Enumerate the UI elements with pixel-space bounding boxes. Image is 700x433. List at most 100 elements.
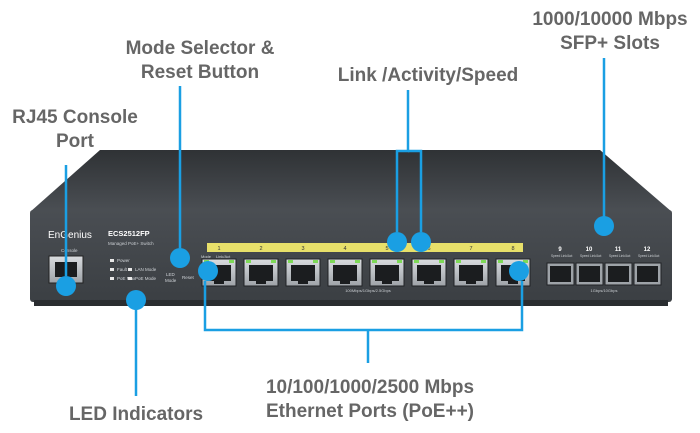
- port-status-led: [372, 260, 377, 263]
- rj45-socket-tab: [424, 281, 434, 284]
- model-name: ECS2512FP: [108, 229, 150, 238]
- sfp-callout-dot: [594, 216, 614, 236]
- rj45-socket-tab: [214, 281, 224, 284]
- rj45-socket: [249, 265, 273, 281]
- port-number-5: 5: [385, 246, 388, 252]
- console-port-callout-line1: RJ45 Console: [12, 107, 138, 128]
- sfp-speed-header: Speed: [580, 254, 589, 258]
- power-led: [110, 259, 114, 262]
- port-number-8: 8: [511, 246, 514, 252]
- port-activity-led: [481, 260, 486, 263]
- chassis-bottom-edge: [34, 300, 668, 306]
- poe-max-led-label: PoE Max: [117, 276, 136, 281]
- rj45-speed-label: 100Mbps/1Gbps/2.5Gbps: [345, 288, 391, 293]
- console-port-callout: RJ45 Console Port: [0, 106, 150, 154]
- rj45-socket: [459, 265, 483, 281]
- rj45-socket: [291, 265, 315, 281]
- sfp-speed-header: Speed: [609, 254, 618, 258]
- port-activity-led: [439, 260, 444, 263]
- sfp-speed-header: Speed: [551, 254, 560, 258]
- sfp-slot-11[interactable]: [604, 262, 633, 286]
- rj45-socket-tab: [382, 281, 392, 284]
- ethernet-ports-callout-line1: 10/100/1000/2500 Mbps: [265, 377, 475, 398]
- port-status-led: [456, 260, 461, 263]
- led-indicators-callout: LED Indicators: [56, 403, 216, 427]
- port-activity-led: [313, 260, 318, 263]
- poe-max-led: [110, 277, 114, 280]
- sfp-slots-callout-line2: SFP+ Slots: [560, 33, 660, 54]
- mode-selector-callout-line2: Reset Button: [140, 62, 260, 83]
- led-indicators-callout-line1: LED Indicators: [68, 404, 204, 425]
- port-number-4: 4: [343, 246, 346, 252]
- chassis-top: [30, 150, 672, 212]
- sfp-slot-12[interactable]: [633, 262, 662, 286]
- rj45-socket: [417, 265, 441, 281]
- rj45-socket: [375, 265, 399, 281]
- link-activity-leader-branch: [408, 149, 423, 232]
- sfp-cage-opening: [608, 266, 629, 282]
- sfp-cage-opening: [550, 266, 571, 282]
- brand-logo: EnGenius: [48, 230, 92, 241]
- sfp-cage-opening: [637, 266, 658, 282]
- sfp-port-number-11: 11: [615, 247, 622, 253]
- port-activity-led: [229, 260, 234, 263]
- port-number-7: 7: [469, 246, 472, 252]
- rj45-socket-tab: [466, 281, 476, 284]
- sfp-cage-opening: [579, 266, 600, 282]
- fault-led: [110, 268, 114, 271]
- mode-selector-callout-dot: [170, 248, 190, 268]
- port-activity-led: [355, 260, 360, 263]
- sfp-link-act-header: Link/Act: [590, 254, 601, 258]
- port-status-led: [246, 260, 251, 263]
- port-number-1: 1: [217, 246, 220, 252]
- sfp-port-number-12: 12: [644, 247, 651, 253]
- port-status-led: [414, 260, 419, 263]
- port-activity-led: [397, 260, 402, 263]
- rj45-port-4[interactable]: [327, 258, 363, 287]
- link-activity-callout-dot-right: [411, 232, 431, 252]
- rj45-socket: [333, 265, 357, 281]
- rj45-port-2[interactable]: [243, 258, 279, 287]
- sfp-speed-header: Speed: [638, 254, 647, 258]
- poe-mode-led: [128, 277, 132, 280]
- mode-selector-callout-line1: Mode Selector &: [125, 38, 275, 59]
- console-port-callout-line2: Port: [56, 131, 94, 152]
- power-led-label: Power: [117, 258, 130, 263]
- sfp-slot-9[interactable]: [546, 262, 575, 286]
- ethernet-ports-callout-line2: Ethernet Ports (PoE++): [266, 401, 474, 422]
- port-activity-led: [271, 260, 276, 263]
- sfp-slots-callout: 1000/10000 Mbps SFP+ Slots: [520, 8, 700, 56]
- console-label: Console: [61, 248, 78, 253]
- port-activity-led: [523, 260, 528, 263]
- port1-callout-dot: [198, 261, 218, 281]
- rj45-port-7[interactable]: [453, 258, 489, 287]
- rj45-port-3[interactable]: [285, 258, 321, 287]
- port8-callout-dot: [509, 261, 529, 281]
- sfp-port-number-10: 10: [586, 247, 593, 253]
- sfp-link-act-header: Link/Act: [561, 254, 572, 258]
- rj45-port-6[interactable]: [411, 258, 447, 287]
- sfp-port-group: [546, 262, 662, 286]
- link-activity-leader-line: [395, 90, 410, 232]
- port-number-2: 2: [259, 246, 262, 252]
- console-callout-dot: [56, 276, 76, 296]
- mode-selector-callout: Mode Selector & Reset Button: [110, 37, 290, 85]
- rj45-socket-tab: [340, 281, 350, 284]
- ethernet-ports-callout: 10/100/1000/2500 Mbps Ethernet Ports (Po…: [240, 376, 500, 424]
- ethernet-bracket-line: [203, 281, 524, 332]
- poe-mode-led-label: PoE Mode: [135, 276, 157, 281]
- link-activity-callout-line1: Link /Activity/Speed: [337, 65, 519, 86]
- port-link-act-header: Link/Act: [216, 254, 231, 259]
- mode-label: Mode: [165, 278, 177, 283]
- sfp-link-act-header: Link/Act: [619, 254, 630, 258]
- sfp-slot-10[interactable]: [575, 262, 604, 286]
- rj45-port-5[interactable]: [369, 258, 405, 287]
- rj45-socket-tab: [508, 281, 518, 284]
- port-number-6: 6: [427, 246, 430, 252]
- link-activity-callout: Link /Activity/Speed: [318, 64, 538, 88]
- rj45-socket-tab: [256, 281, 266, 284]
- rj45-socket-tab: [298, 281, 308, 284]
